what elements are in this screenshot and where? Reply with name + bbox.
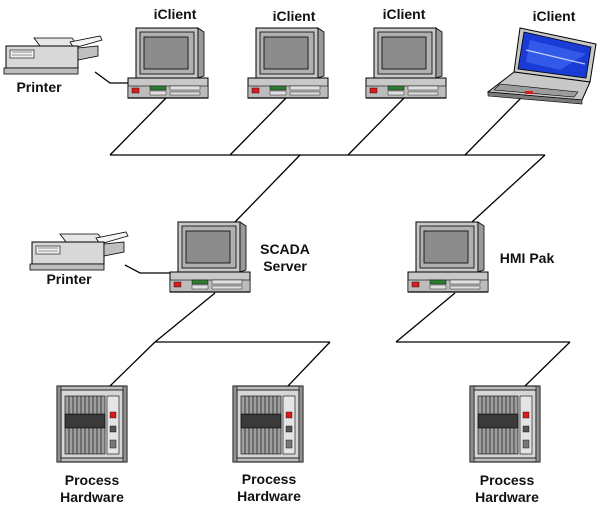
process-hardware-3-icon: [469, 385, 541, 463]
hmi-pak-label: HMI Pak: [499, 250, 555, 266]
field-link-hw2: [287, 341, 331, 387]
lan-link-hmi: [471, 154, 546, 223]
iclient-1-label: iClient: [153, 6, 197, 22]
printer-mid-label: Printer: [46, 271, 92, 287]
scada-server-label-line2: Server: [263, 258, 307, 274]
iclient-3-label: iClient: [382, 6, 426, 22]
field-link-hmi: [395, 292, 456, 343]
printer-cable-top: [94, 71, 132, 84]
lan-link-client-1: [109, 96, 168, 156]
scada-server-label-line1: SCADA: [260, 241, 310, 257]
process-hardware-2-line2: Hardware: [237, 488, 301, 504]
scada-server-computer-icon: [169, 221, 251, 293]
process-hardware-1-label: Process Hardware: [52, 472, 132, 506]
field-link-hw1: [109, 341, 156, 387]
iclient-4-laptop-icon: [486, 27, 597, 105]
printer-mid-icon: [29, 231, 129, 271]
printer-top-icon: [3, 35, 103, 75]
iclient-2-label: iClient: [272, 8, 316, 24]
process-hardware-1-line2: Hardware: [60, 489, 124, 505]
lan-link-client-2: [229, 96, 288, 156]
printer-cable-mid: [124, 264, 172, 274]
field-link-scada: [154, 292, 216, 343]
scada-server-label: SCADA Server: [250, 241, 320, 275]
iclient-3-computer-icon: [365, 27, 447, 99]
lan-link-client-4: [464, 96, 523, 156]
printer-top-label: Printer: [16, 79, 62, 95]
network-lines: [94, 71, 571, 387]
iclient-1-computer-icon: [127, 27, 209, 99]
process-hardware-3-line2: Hardware: [475, 489, 539, 505]
iclient-2-computer-icon: [247, 27, 329, 99]
process-hardware-3-label: Process Hardware: [467, 472, 547, 506]
process-hardware-3-line1: Process: [479, 472, 535, 488]
lan-link-scada: [234, 154, 301, 223]
field-link-hw3: [524, 341, 571, 387]
process-hardware-2-label: Process Hardware: [229, 471, 309, 505]
process-hardware-2-icon: [232, 385, 304, 463]
lan-link-client-3: [347, 96, 406, 156]
hmi-pak-computer-icon: [407, 221, 489, 293]
process-hardware-2-line1: Process: [241, 471, 297, 487]
process-hardware-1-icon: [56, 385, 128, 463]
process-hardware-1-line1: Process: [64, 472, 120, 488]
iclient-4-label: iClient: [532, 8, 576, 24]
